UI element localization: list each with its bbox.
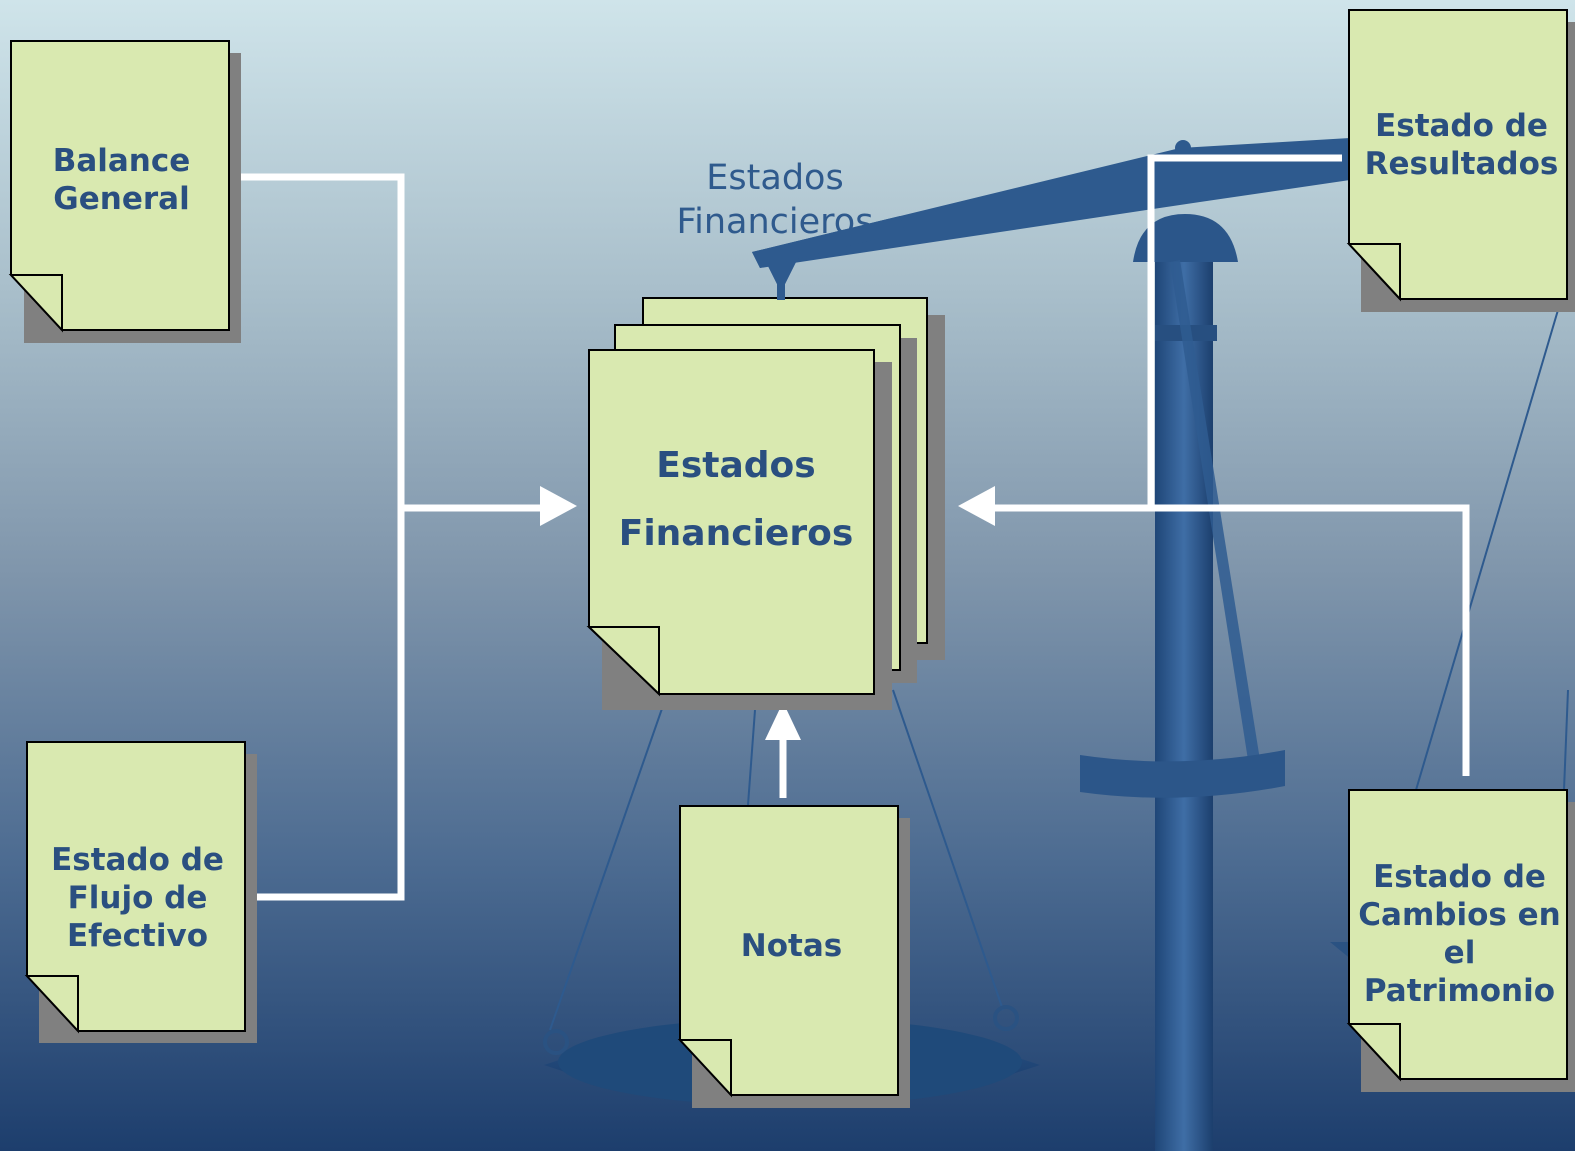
document-flujo-efectivo	[24, 741, 257, 1043]
document-notas	[677, 805, 910, 1108]
patrimonio-line-2: Cambios en	[1358, 897, 1561, 933]
document-cambios-patrimonio	[1346, 789, 1575, 1092]
estados-financieros-label: Estados Financieros	[600, 430, 872, 570]
caption-line-2: Financieros	[676, 202, 874, 242]
arrow-right-icon	[540, 486, 577, 526]
arrow-up-icon	[765, 702, 801, 740]
document-estado-resultados	[1346, 9, 1575, 312]
flujo-line-1: Estado de	[51, 842, 224, 878]
flujo-efectivo-label: Estado de Flujo de Efectivo	[30, 836, 245, 960]
balance-line-1: Balance	[52, 143, 191, 179]
connector-patrimonio	[995, 504, 1470, 776]
resultados-line-2: Resultados	[1364, 146, 1559, 182]
notas-line-1: Notas	[740, 928, 843, 964]
cambios-patrimonio-label: Estado de Cambios en el Patrimonio	[1352, 856, 1567, 1012]
diagram-caption: Estados Financieros	[670, 156, 880, 244]
arrow-left-icon	[958, 486, 995, 526]
document-balance-general	[8, 40, 241, 343]
connector-balance	[229, 173, 405, 508]
balance-general-label: Balance General	[14, 130, 229, 230]
connector-flujo	[245, 508, 405, 901]
document-stack-estados-financieros	[586, 297, 945, 710]
notas-label: Notas	[684, 920, 899, 972]
center-line-1: Estados	[656, 445, 816, 486]
center-line-2: Financieros	[618, 513, 854, 554]
caption-line-1: Estados	[706, 158, 844, 198]
connector-lines	[229, 154, 1470, 901]
connector-resultados	[1147, 154, 1342, 508]
patrimonio-line-3: el	[1443, 935, 1476, 971]
balance-line-2: General	[53, 181, 190, 217]
flujo-line-3: Efectivo	[66, 918, 208, 954]
patrimonio-line-1: Estado de	[1373, 859, 1546, 895]
patrimonio-line-4: Patrimonio	[1363, 973, 1556, 1009]
flujo-line-2: Flujo de	[67, 880, 208, 916]
estado-resultados-label: Estado de Resultados	[1354, 104, 1569, 186]
resultados-line-1: Estado de	[1375, 108, 1548, 144]
